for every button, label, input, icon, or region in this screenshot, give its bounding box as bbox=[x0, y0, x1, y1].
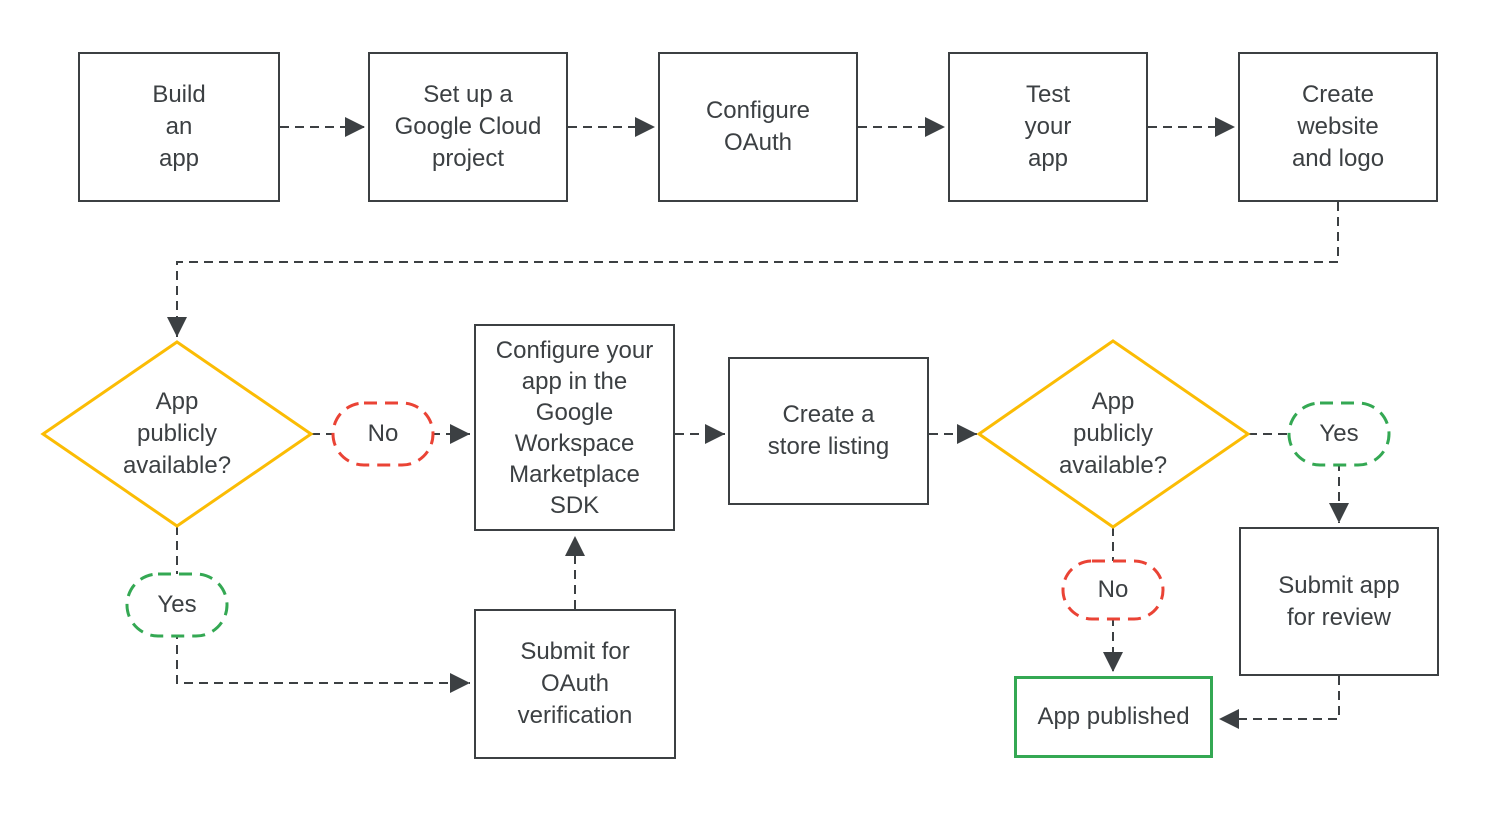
node-create-website: Create website and logo bbox=[1238, 52, 1438, 202]
node-no2-label: No bbox=[1097, 576, 1129, 603]
decision2-diamond bbox=[976, 339, 1251, 529]
edge-yes1-to-submit-oauth bbox=[176, 630, 470, 693]
decision1-diamond bbox=[40, 340, 314, 528]
node-configure-oauth: Configure OAuth bbox=[658, 52, 858, 202]
node-test-app: Test your app bbox=[948, 52, 1148, 202]
edge-website-to-decision1 bbox=[167, 202, 1339, 337]
yes1-oval bbox=[125, 572, 229, 638]
node-submit-review: Submit app for review bbox=[1239, 527, 1439, 676]
no1-oval bbox=[331, 401, 435, 467]
node-cloud-project: Set up a Google Cloud project bbox=[368, 52, 568, 202]
node-store-listing: Create a store listing bbox=[728, 357, 929, 505]
node-submit-oauth: Submit for OAuth verification bbox=[474, 609, 676, 759]
edge-review-to-published bbox=[1219, 676, 1340, 729]
node-yes2-label: Yes bbox=[1319, 420, 1359, 447]
node-decision2-label: App publicly available? bbox=[1058, 388, 1168, 479]
node-yes1-label: Yes bbox=[157, 591, 197, 618]
node-no1-label: No bbox=[367, 420, 399, 447]
node-decision1-label: App publicly available? bbox=[122, 388, 232, 479]
yes2-oval bbox=[1287, 401, 1391, 467]
node-build-app: Build an app bbox=[78, 52, 280, 202]
node-configure-sdk: Configure your app in the Google Workspa… bbox=[474, 324, 675, 531]
node-app-published: App published bbox=[1014, 676, 1213, 758]
no2-oval bbox=[1061, 559, 1165, 621]
